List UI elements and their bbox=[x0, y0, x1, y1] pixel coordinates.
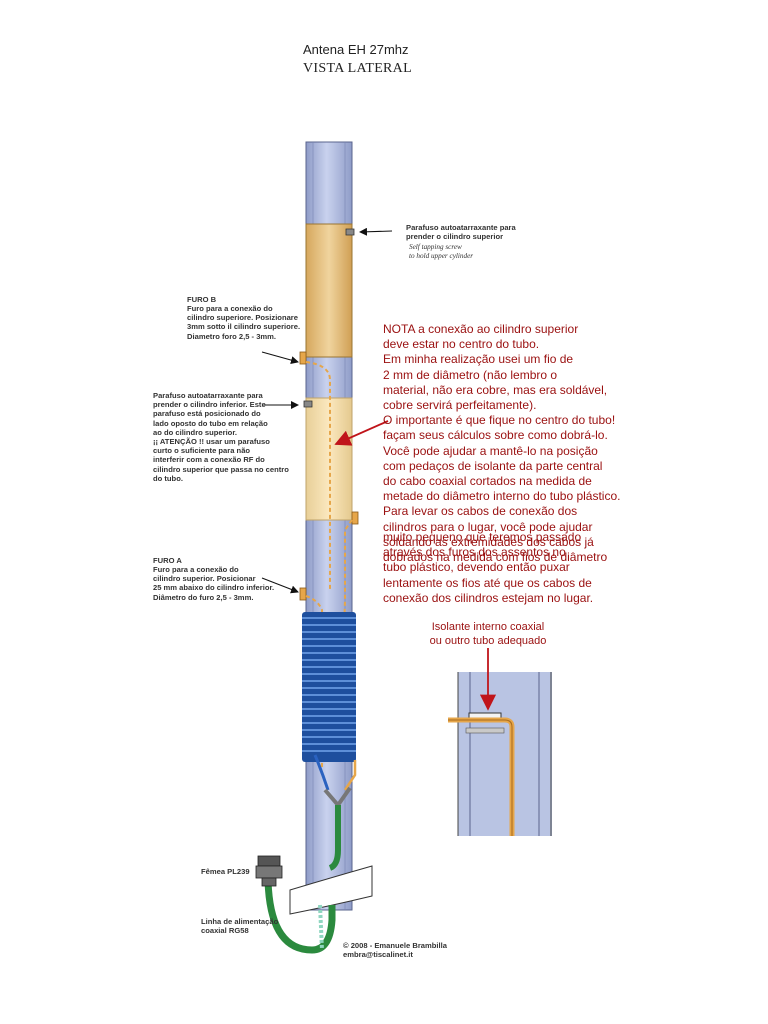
note-block-1: NOTA a conexão ao cilindro superior deve… bbox=[383, 322, 621, 565]
diagram-title: Antena EH 27mhz bbox=[303, 42, 409, 57]
label-furo-b: Furo para a conexão do cilindro superior… bbox=[187, 304, 301, 341]
lower-screw-icon bbox=[303, 400, 313, 408]
label-lower-screw: Parafuso autoatarraxante para prender o … bbox=[153, 391, 289, 483]
pl239-connector-icon bbox=[255, 855, 283, 887]
credit: © 2008 - Emanuele Brambilla embra@tiscal… bbox=[343, 941, 447, 960]
label-furo-b-title: FURO B bbox=[187, 295, 217, 304]
upper-cylinder bbox=[305, 223, 353, 358]
upper-screw-icon bbox=[345, 228, 355, 236]
label-furo-a: Furo para a conexão do cilindro superior… bbox=[153, 565, 275, 602]
label-furo-a-title: FURO A bbox=[153, 556, 182, 565]
label-connector: Fêmea PL239 bbox=[201, 867, 250, 876]
coax-cable-rg58 bbox=[264, 879, 336, 954]
diagram-subtitle: VISTA LATERAL bbox=[303, 61, 412, 76]
note-block-2: muito pequeno que teremos passado atravé… bbox=[383, 530, 594, 605]
label-feed-line: Linha de alimentação coaxial RG58 bbox=[201, 917, 279, 936]
label-upper-screw-en: Self tapping screw to hold upper cylinde… bbox=[409, 243, 474, 261]
label-upper-screw: Parafuso autoatarraxante para prender o … bbox=[406, 223, 516, 242]
coax-cable-inner bbox=[328, 805, 341, 871]
detail-label: Isolante interno coaxial ou outro tubo a… bbox=[429, 621, 547, 647]
detail-inset bbox=[448, 648, 552, 836]
coil bbox=[302, 612, 356, 762]
